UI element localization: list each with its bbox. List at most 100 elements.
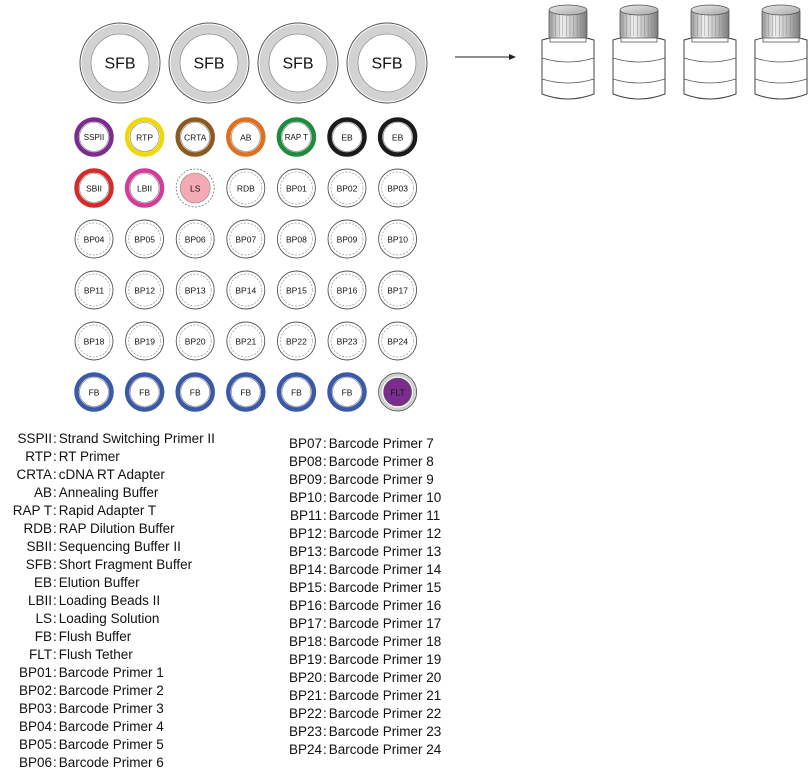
legend-abbr: BP01 [18, 665, 52, 680]
rack-tube: FB [327, 372, 367, 412]
legend-abbr: BP14 [288, 562, 322, 577]
tube-label: RDB [237, 184, 255, 194]
legend-abbr: BP11 [289, 508, 322, 523]
bottle-cap-top [690, 4, 730, 16]
legend-abbr: BP23 [288, 724, 322, 739]
tube-ring [77, 273, 111, 307]
tube-label: BP22 [286, 337, 307, 347]
rack-tube: BP20 [175, 321, 215, 361]
legend-separator: : [53, 737, 57, 752]
bottle-label-top [612, 57, 666, 63]
rack-tube: BP12 [125, 270, 165, 310]
legend-entry: BP15:Barcode Primer 15 [282, 579, 441, 597]
tube-ring [170, 24, 248, 102]
rack-tube: FB [276, 372, 317, 412]
tube-label: BP19 [134, 337, 155, 347]
bottle-label-top [683, 57, 737, 63]
legend-abbr: AB [33, 485, 52, 500]
legend-entry: AB:Annealing Buffer [2, 484, 215, 502]
legend-description: Annealing Buffer [58, 485, 159, 500]
legend-entry: BP18:Barcode Primer 18 [282, 633, 441, 651]
legend-description: Barcode Primer 14 [328, 562, 442, 577]
legend-abbr: BP20 [288, 670, 322, 685]
legend-entry: BP11:Barcode Primer 11 [282, 507, 441, 525]
rack-tube: FB [226, 372, 266, 412]
legend-separator: : [323, 670, 327, 685]
bottle-label-bottom [541, 78, 595, 84]
legend-separator: : [323, 616, 327, 631]
legend-entry: SBII:Sequencing Buffer II [2, 538, 215, 556]
tube-ring [330, 171, 364, 205]
tube-ring [379, 373, 417, 411]
legend-description: Barcode Primer 22 [328, 706, 442, 721]
tube-label: CRTA [184, 133, 207, 143]
rack-tube: BP17 [378, 270, 418, 310]
arrow-right-icon [455, 54, 516, 60]
rack-tube: BP18 [74, 321, 114, 361]
tube-label: EB [392, 133, 404, 143]
legend-entry: BP02:Barcode Primer 2 [2, 682, 215, 700]
tube-label: BP21 [235, 337, 256, 347]
rack-tube: EB [377, 117, 418, 157]
tube-label: BP16 [337, 286, 358, 296]
legend-abbr: BP15 [288, 580, 322, 595]
tube-cap [79, 173, 109, 203]
tube-label: FB [190, 388, 201, 398]
legend-entry: BP16:Barcode Primer 16 [282, 597, 441, 615]
legend-abbr: BP08 [288, 454, 322, 469]
legend-abbr: BP12 [288, 526, 322, 541]
rack-tube: LS [175, 168, 215, 208]
legend-separator: : [53, 503, 57, 518]
tube-label: SFB [371, 56, 402, 73]
tube-label: LS [190, 184, 201, 194]
legend-separator: : [323, 724, 327, 739]
legend-description: Elution Buffer [58, 575, 140, 590]
legend-description: Barcode Primer 13 [328, 544, 442, 559]
legend-separator: : [323, 652, 327, 667]
tube-label: BP24 [387, 337, 408, 347]
legend-abbr: BP21 [288, 688, 322, 703]
legend-description: Barcode Primer 3 [58, 701, 164, 716]
tube-cap [129, 122, 160, 152]
legend-separator: : [53, 683, 57, 698]
tube-ring [330, 222, 364, 256]
tube-label: BP17 [387, 286, 408, 296]
legend-separator: : [323, 544, 327, 559]
legend-description: Barcode Primer 7 [328, 436, 434, 451]
legend-entry: BP24:Barcode Primer 24 [282, 741, 441, 759]
legend-abbr: LBII [27, 593, 52, 608]
tube-cap [79, 377, 109, 407]
tube-ring [229, 273, 263, 307]
bottle-body [612, 35, 666, 100]
rack-tube: RAP T [276, 117, 317, 157]
rack-tube: EB [327, 117, 367, 157]
legend-description: Barcode Primer 23 [328, 724, 442, 739]
legend-description: Loading Beads II [58, 593, 161, 608]
rack-tube: BP15 [276, 270, 316, 310]
tube-ring [178, 273, 212, 307]
tube-label: FB [89, 388, 100, 398]
rack-tube: FB [124, 372, 165, 412]
legend-abbr: BP04 [18, 719, 52, 734]
rack-tube: CRTA [175, 117, 215, 157]
rack-tube: BP01 [276, 168, 316, 208]
tube-ring [81, 24, 159, 102]
tube-cap [180, 122, 210, 152]
tube-ring [280, 222, 313, 256]
legend-description: Barcode Primer 24 [328, 742, 442, 757]
legend-separator: : [323, 562, 327, 577]
legend-abbr: BP02 [18, 683, 52, 698]
bottle-label-top [754, 57, 808, 63]
legend-description: Barcode Primer 5 [58, 737, 164, 752]
bottle-icon [612, 4, 666, 100]
rack-tube: BP04 [74, 219, 114, 259]
tube-cap [179, 33, 239, 93]
tube-cap [281, 377, 312, 407]
tube-ring [229, 222, 263, 256]
legend-separator: : [323, 490, 327, 505]
tube-label: BP13 [185, 286, 206, 296]
large-tube: SFB [257, 22, 339, 104]
tube-label: LBII [137, 184, 152, 194]
